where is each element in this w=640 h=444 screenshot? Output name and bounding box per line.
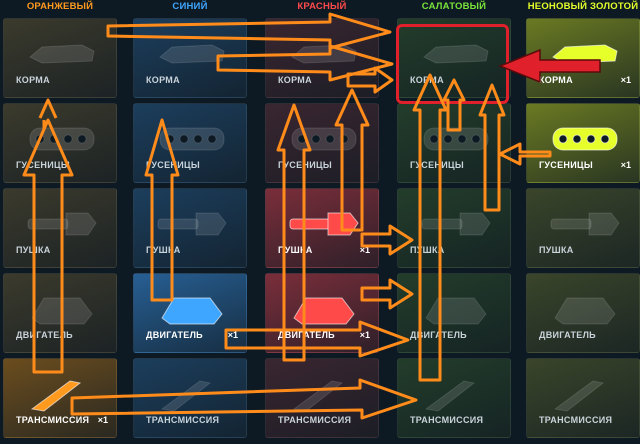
cell-label: КОРМА [278,75,312,85]
part-icon [293,297,355,325]
cell-orange-engine[interactable]: ДВИГАТЕЛЬ [3,273,117,353]
column-title: НЕОНОВЫЙ ЗОЛОТОЙ [527,1,639,12]
cell-label: ТРАНСМИССИЯ [16,415,90,425]
cell-label: КОРМА [146,75,180,85]
cell-label: ТРАНСМИССИЯ [146,415,220,425]
cell-label: ПУШКА [146,245,181,255]
column-neon-gold: НЕОНОВЫЙ ЗОЛОТОЙ КОРМА ×1 ГУСЕНИЦЫ ×1 ПУШК… [523,0,640,444]
part-icon [423,127,489,151]
cell-lime-gun[interactable]: ПУШКА [397,188,511,268]
column-title: САЛАТОВЫЙ [421,1,487,12]
cell-label: ДВИГАТЕЛЬ [16,330,73,340]
part-icon [552,127,618,151]
cell-blue-engine[interactable]: ДВИГАТЕЛЬ ×1 [133,273,247,353]
part-icon [291,127,357,151]
part-icon [292,380,344,412]
part-icon [161,297,223,325]
cell-blue-gun[interactable]: ПУШКА [133,188,247,268]
cell-orange-transmission[interactable]: ТРАНСМИССИЯ ×1 [3,358,117,438]
column-blue: СИНИЙ КОРМА ГУСЕНИЦЫ ПУШКА ДВИГАТЕЛЬ ×1 Т… [130,0,250,444]
cell-count: ×1 [359,245,370,255]
part-icon [550,212,620,236]
cell-lime-transmission[interactable]: ТРАНСМИССИЯ [397,358,511,438]
column-title: КРАСНЫЙ [297,1,347,12]
part-icon [159,44,225,64]
cell-count: ×1 [620,160,631,170]
cell-count: ×1 [97,415,108,425]
cell-label: ТРАНСМИССИЯ [410,415,484,425]
part-icon [157,212,227,236]
cell-lime-engine[interactable]: ДВИГАТЕЛЬ [397,273,511,353]
part-icon [30,380,82,412]
cell-label: ДВИГАТЕЛЬ [410,330,467,340]
column-orange: ОРАНЖЕВЫЙ КОРМА ГУСЕНИЦЫ ПУШКА ДВИГАТЕЛЬ… [0,0,120,444]
cell-label: ДВИГАТЕЛЬ [278,330,335,340]
cell-label: ТРАНСМИССИЯ [278,415,352,425]
part-icon [289,212,359,236]
cell-red-stern[interactable]: КОРМА [265,18,379,98]
cell-count: ×1 [620,75,631,85]
cell-label: ПУШКА [539,245,574,255]
cell-orange-stern[interactable]: КОРМА [3,18,117,98]
cell-label: КОРМА [539,75,573,85]
cell-label: КОРМА [16,75,50,85]
part-icon [425,297,487,325]
part-icon [421,212,491,236]
cell-red-engine[interactable]: ДВИГАТЕЛЬ ×1 [265,273,379,353]
cell-orange-gun[interactable]: ПУШКА [3,188,117,268]
cell-count: ×1 [359,330,370,340]
cell-orange-tracks[interactable]: ГУСЕНИЦЫ [3,103,117,183]
cell-gold-tracks[interactable]: ГУСЕНИЦЫ ×1 [526,103,640,183]
cell-gold-gun[interactable]: ПУШКА [526,188,640,268]
cell-label: ДВИГАТЕЛЬ [539,330,596,340]
cell-label: ГУСЕНИЦЫ [278,160,332,170]
part-icon [29,44,95,64]
target-highlight-box [396,24,509,104]
cell-gold-transmission[interactable]: ТРАНСМИССИЯ [526,358,640,438]
column-title: СИНИЙ [172,1,208,12]
column-title: ОРАНЖЕВЫЙ [26,1,94,12]
cell-label: ГУСЕНИЦЫ [539,160,593,170]
cell-red-tracks[interactable]: ГУСЕНИЦЫ [265,103,379,183]
part-icon [291,44,357,64]
cell-label: ПУШКА [16,245,51,255]
cell-label: ПУШКА [410,245,445,255]
cell-label: ТРАНСМИССИЯ [539,415,613,425]
cell-label: ДВИГАТЕЛЬ [146,330,203,340]
part-icon [423,44,489,64]
cell-blue-stern[interactable]: КОРМА [133,18,247,98]
part-icon [31,297,93,325]
cell-red-transmission[interactable]: ТРАНСМИССИЯ [265,358,379,438]
part-icon [554,297,616,325]
column-red: КРАСНЫЙ КОРМА ГУСЕНИЦЫ ПУШКА ×1 ДВИГАТЕЛЬ… [262,0,382,444]
part-icon [424,380,476,412]
cell-red-gun[interactable]: ПУШКА ×1 [265,188,379,268]
cell-label: ГУСЕНИЦЫ [16,160,70,170]
cell-lime-tracks[interactable]: ГУСЕНИЦЫ [397,103,511,183]
cell-gold-stern[interactable]: КОРМА ×1 [526,18,640,98]
part-icon [553,380,605,412]
cell-blue-tracks[interactable]: ГУСЕНИЦЫ [133,103,247,183]
cell-label: ГУСЕНИЦЫ [410,160,464,170]
part-icon [160,380,212,412]
cell-blue-transmission[interactable]: ТРАНСМИССИЯ [133,358,247,438]
cell-gold-engine[interactable]: ДВИГАТЕЛЬ [526,273,640,353]
part-icon [27,212,97,236]
cell-label: ГУСЕНИЦЫ [146,160,200,170]
part-icon [159,127,225,151]
cell-count: ×1 [227,330,238,340]
part-icon [552,44,618,64]
part-icon [29,127,95,151]
cell-label: ПУШКА [278,245,313,255]
